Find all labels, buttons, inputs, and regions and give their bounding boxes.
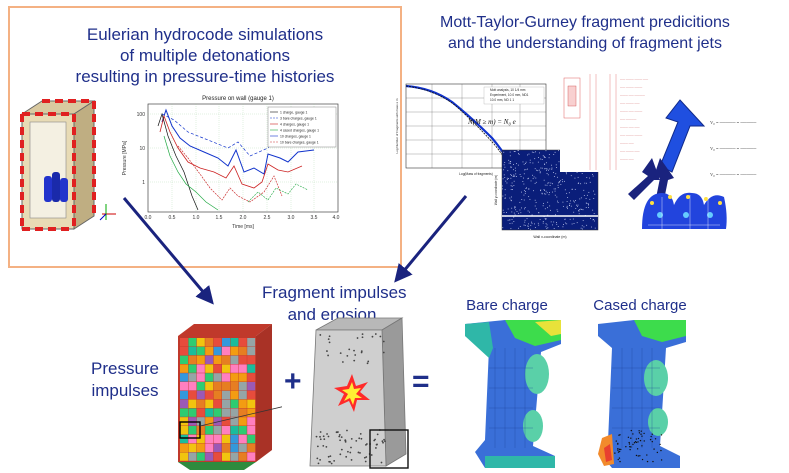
cased-charge-result <box>598 320 686 468</box>
svg-text:——— —— ——: ——— —— —— <box>620 126 640 129</box>
cased-charge-label: Cased charge <box>593 297 687 314</box>
mott-y-label: Log Number of Fragments with mass ≥ m <box>395 98 399 153</box>
x-tick: 2.0 <box>240 215 247 221</box>
x-tick: 3.5 <box>311 215 318 221</box>
svg-text:V₀ = ───── = ─────: V₀ = ───── = ───── <box>710 172 757 177</box>
legend-entry: 1 charge, gauge 1 <box>280 111 307 115</box>
svg-text:——— ——: ——— —— <box>620 142 634 145</box>
svg-text:—— ——— ——: —— ——— —— <box>620 102 640 105</box>
x-tick: 4.0 <box>333 215 340 221</box>
pressure-impulse-mesh <box>178 324 282 470</box>
mott-legend: Experiment, 10.0 mm, ND1 <box>490 93 529 97</box>
velocity-equations: V₀ = ───── = ───── V₀ = ───── = ───── V₀ =… <box>710 120 757 177</box>
pressure-chart-title: Pressure on wall (gauge 1) <box>202 96 274 102</box>
detonation-chamber-illustration <box>20 99 116 231</box>
svg-text:——— ——: ——— —— <box>620 158 634 161</box>
legend-entry: 10 bare charges, gauge 1 <box>280 141 319 145</box>
hydrocode-title: Eulerian hydrocode simulations of multip… <box>30 24 380 87</box>
bare-charge-result <box>465 320 561 468</box>
mtg-title-line: and the understanding of fragment jets <box>448 35 722 52</box>
equals-sign: = <box>412 365 430 398</box>
fragment-jet-arrows <box>628 99 706 200</box>
hydrocode-panel-frame <box>8 6 402 268</box>
svg-text:V₀ = ───── = ─────: V₀ = ───── = ───── <box>710 120 757 125</box>
bare-charge-label: Bare charge <box>466 297 548 314</box>
y-tick: 1 <box>142 180 145 186</box>
y-tick: 100 <box>137 112 146 118</box>
svg-text:—— ——— ——— ——: —— ——— ——— —— <box>620 78 649 81</box>
fragment-erosion-box <box>309 317 409 469</box>
hydrocode-title-line: of multiple detonations <box>119 46 291 65</box>
legend-entry: 3 bare charges, gauge 1 <box>280 117 317 121</box>
mtg-title-line: Mott-Taylor-Gurney fragment predicitions <box>440 14 730 31</box>
y-tick: 10 <box>139 146 145 152</box>
label-line: impulses <box>91 381 159 400</box>
svg-text:—— ————: —— ———— <box>620 118 637 121</box>
fragment-jet-image <box>642 192 727 229</box>
svg-text:——— —— ————: ——— —— ———— <box>620 94 645 97</box>
svg-text:—— ——— ———: —— ——— ——— <box>620 86 643 89</box>
mtg-title: Mott-Taylor-Gurney fragment predicitions… <box>385 12 785 54</box>
x-tick: 0.5 <box>169 215 176 221</box>
svg-text:—— ——— ——: —— ——— —— <box>620 150 640 153</box>
scatter-x-label: Wall x-coordinate (m) <box>533 235 566 239</box>
svg-text:——— —— ———: ——— —— ——— <box>620 110 643 113</box>
x-tick: 1.5 <box>216 215 223 221</box>
mott-legend: Mott analysis, 10 1/4 mm <box>490 88 526 92</box>
legend-entry: 10 charges, gauge 1 <box>280 135 311 139</box>
hydrocode-title-line: Eulerian hydrocode simulations <box>86 25 324 44</box>
x-tick: 1.0 <box>193 215 200 221</box>
x-tick: 0.0 <box>145 215 152 221</box>
svg-text:—— ——— ———: —— ——— ——— <box>620 134 643 137</box>
x-axis-label: Time [ms] <box>232 224 254 230</box>
label-line: Pressure <box>90 359 160 378</box>
hydrocode-title-line: resulting in pressure-time histories <box>75 67 335 86</box>
pressure-time-chart: Pressure on wall (gauge 1) 100 10 1 Pres… <box>122 96 340 230</box>
mott-legend: 10.0 mm, ND 1 1 <box>490 98 514 102</box>
plus-sign: + <box>284 365 302 398</box>
mott-formula: N(M ≥ m) = N₀ e <box>467 118 516 126</box>
y-axis-label: Pressure [MPa] <box>122 140 128 175</box>
mott-x-label: Log(Mass of fragments) <box>459 172 493 176</box>
label-line: Fragment impulses <box>262 283 407 302</box>
legend-entry: 4 charges, gauge 1 <box>280 123 309 127</box>
legend-entry: 4 cased charges, gauge 1 <box>280 129 319 133</box>
x-tick: 3.0 <box>288 215 295 221</box>
svg-text:V₀ = ───── = ─────: V₀ = ───── = ───── <box>710 146 757 151</box>
scatter-y-label: Wall y-coordinate (m) <box>494 175 498 205</box>
x-tick: 2.5 <box>264 215 271 221</box>
pressure-impulses-label: Pressure impulses <box>70 358 180 402</box>
